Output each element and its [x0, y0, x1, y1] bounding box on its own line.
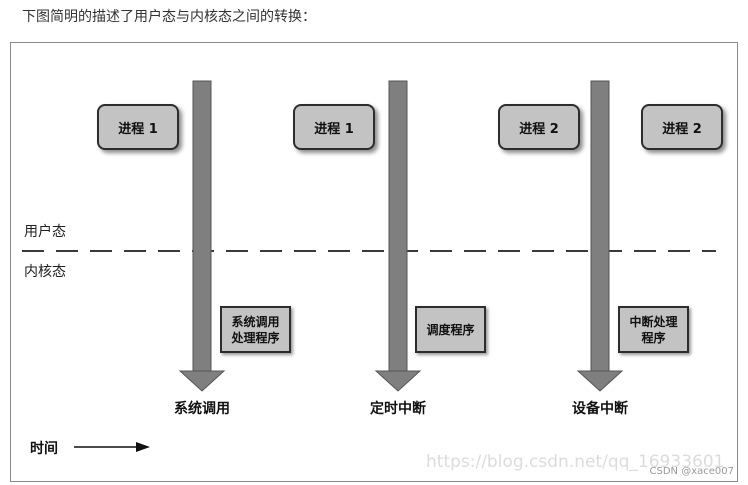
process-box-3: 进程 2 [498, 104, 580, 150]
event-label-device: 设备中断 [572, 401, 628, 417]
transition-arrow-1 [178, 80, 226, 392]
process-box-2: 进程 1 [293, 104, 375, 150]
event-label-timer: 定时中断 [370, 401, 426, 417]
time-arrow [74, 442, 150, 452]
watermark-text: https://blog.csdn.net/qq_16933601 [426, 452, 725, 472]
syscall-handler-box: 系统调用 处理程序 [220, 306, 291, 353]
transition-arrow-2 [374, 80, 422, 392]
process-box-4: 进程 2 [641, 104, 723, 150]
transition-arrow-3 [576, 80, 624, 392]
interrupt-handler-box: 中断处理 程序 [618, 306, 689, 353]
time-label: 时间 [30, 441, 58, 457]
scheduler-box: 调度程序 [415, 306, 486, 353]
event-label-syscall: 系统调用 [174, 401, 230, 417]
csdn-author-label: CSDN @xace007 [649, 466, 734, 477]
kernel-mode-label: 内核态 [24, 264, 66, 280]
process-box-1: 进程 1 [97, 104, 179, 150]
user-mode-label: 用户态 [24, 224, 66, 240]
caption-text: 下图简明的描述了用户态与内核态之间的转换： [22, 9, 316, 25]
